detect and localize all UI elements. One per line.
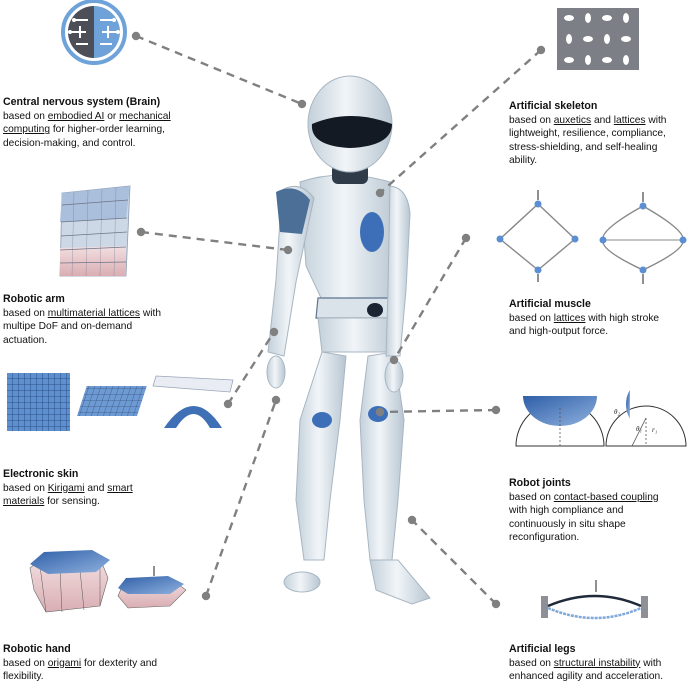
joints-line3: continuously in situ shape <box>509 518 626 530</box>
origami-octagon-icon <box>29 550 187 613</box>
skin-term-materials: materials <box>3 496 45 508</box>
hand-line1a: based on <box>3 657 48 669</box>
r1-label: r₁ <box>652 426 657 434</box>
brain-term-mechanical: mechanical <box>119 110 171 122</box>
skin-term-smart: smart <box>107 482 133 494</box>
arm-title: Robotic arm <box>3 293 65 305</box>
arm-term-multimaterial-lattices: multimaterial lattices <box>47 307 141 319</box>
joints-line2: with high compliance and <box>509 505 624 517</box>
joints-text-block: Robot joints based on contact-based coup… <box>509 477 687 545</box>
skeleton-line2: lightweight, resilience, compliance, <box>509 128 666 140</box>
hand-text-block: Robotic hand based on origami for dexter… <box>3 643 203 684</box>
theta2-label: θ₂ <box>614 408 620 416</box>
muscle-term-lattices: lattices <box>553 312 586 324</box>
brain-term-embodied-ai: embodied AI <box>47 110 105 122</box>
arm-line3: actuation. <box>3 334 48 346</box>
arm-line2: multipe DoF and on-demand <box>3 321 133 333</box>
muscle-line1a: based on <box>509 312 554 324</box>
hand-line2: flexibility. <box>3 671 44 683</box>
diamond-lattice-icon <box>496 190 687 284</box>
hand-term-origami: origami <box>47 657 82 669</box>
kirigami-sheet-icon <box>7 373 234 431</box>
theta1-label: θ₁ <box>636 425 642 433</box>
skin-line1c: and <box>84 482 108 494</box>
joints-term-contact-based-coupling: contact-based coupling <box>553 491 659 503</box>
legs-title: Artificial legs <box>509 643 576 655</box>
legs-line2: enhanced agility and acceleration. <box>509 671 664 683</box>
skin-line1a: based on <box>3 482 48 494</box>
legs-line1a: based on <box>509 657 554 669</box>
robot-figure <box>266 75 431 605</box>
brain-text-block: Central nervous system (Brain) based on … <box>3 96 203 150</box>
connector-lines <box>135 34 542 605</box>
legs-term-structural-instability: structural instability <box>553 657 641 669</box>
buckled-beam-icon <box>541 580 648 620</box>
muscle-text-block: Artificial muscle based on lattices with… <box>509 298 687 339</box>
brain-term-computing: computing <box>3 124 51 136</box>
arm-line1c: with <box>140 307 161 319</box>
arm-text-block: Robotic arm based on multimaterial latti… <box>3 293 203 347</box>
skeleton-line3: stress-shielding, and self-healing <box>509 141 658 153</box>
brain-line2b: for higher-order learning, <box>50 124 165 136</box>
skeleton-line1e: with <box>645 114 667 126</box>
skeleton-term-auxetics: auxetics <box>553 114 592 126</box>
hand-line1c: for dexterity and <box>81 657 158 669</box>
skeleton-line1c: and <box>591 114 614 126</box>
muscle-line2: and high-output force. <box>509 326 609 338</box>
muscle-title: Artificial muscle <box>509 298 591 310</box>
skeleton-line4: ability. <box>509 155 538 167</box>
lattice-block-icon <box>59 185 131 277</box>
skin-title: Electronic skin <box>3 468 79 480</box>
connector-dots <box>131 31 546 609</box>
joints-line1a: based on <box>509 491 554 503</box>
joints-title: Robot joints <box>509 477 571 489</box>
legs-line1c: with <box>640 657 662 669</box>
brain-circuit-icon <box>61 0 127 65</box>
legs-text-block: Artificial legs based on structural inst… <box>509 643 687 684</box>
auxetic-lattice-icon <box>557 8 639 70</box>
skeleton-line1a: based on <box>509 114 554 126</box>
joints-line4: reconfiguration. <box>509 532 580 544</box>
brain-line1a: based on <box>3 110 48 122</box>
skeleton-term-lattices: lattices <box>613 114 646 126</box>
brain-line1c: or <box>104 110 120 122</box>
brain-line3: decision-making, and control. <box>3 137 136 149</box>
skin-term-kirigami: Kirigami <box>47 482 85 494</box>
hand-title: Robotic hand <box>3 643 71 655</box>
skeleton-text-block: Artificial skeleton based on auxetics an… <box>509 100 687 168</box>
brain-title: Central nervous system (Brain) <box>3 96 161 108</box>
skin-text-block: Electronic skin based on Kirigami and sm… <box>3 468 203 509</box>
skin-line2b: for sensing. <box>44 496 100 508</box>
hemisphere-joint-icon: θ₁ θ₂ r₁ <box>515 390 687 447</box>
muscle-line1c: with high stroke <box>585 312 660 324</box>
skeleton-title: Artificial skeleton <box>509 100 598 112</box>
arm-line1a: based on <box>3 307 48 319</box>
